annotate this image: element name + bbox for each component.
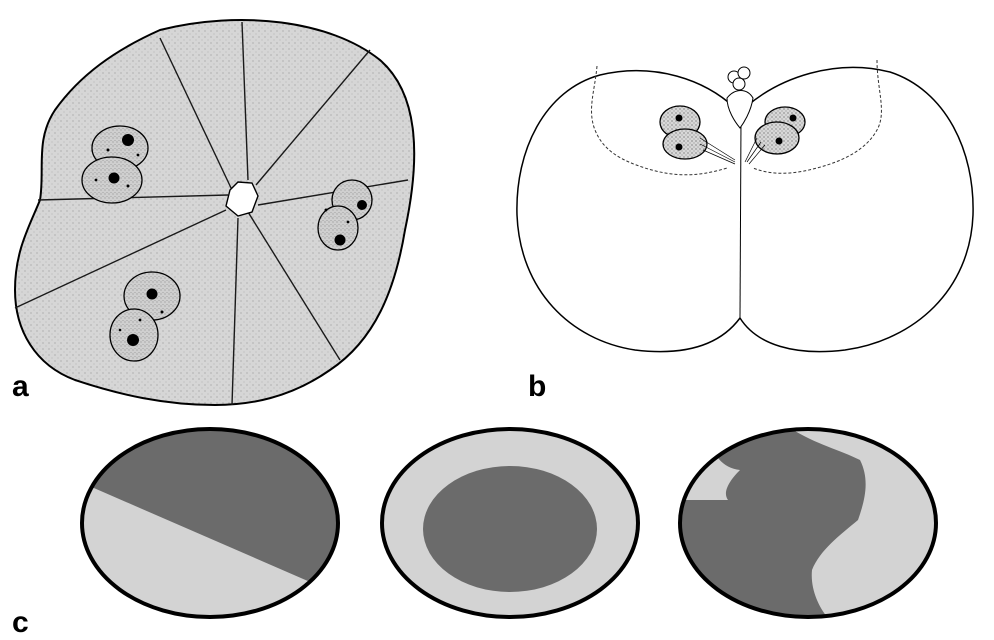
panel-label-a: a (12, 372, 29, 402)
schematic-irregular-boundary (678, 428, 940, 620)
schematic-concentric-core (382, 429, 638, 617)
panel-b-bilobed-embryo (495, 0, 994, 420)
panel-label-c: c (12, 608, 29, 638)
schematic-oblique-split (80, 428, 340, 618)
panel-c-schematics (0, 420, 994, 640)
panel-a-cell-cross-section (0, 0, 440, 420)
panel-label-b: b (528, 372, 546, 402)
